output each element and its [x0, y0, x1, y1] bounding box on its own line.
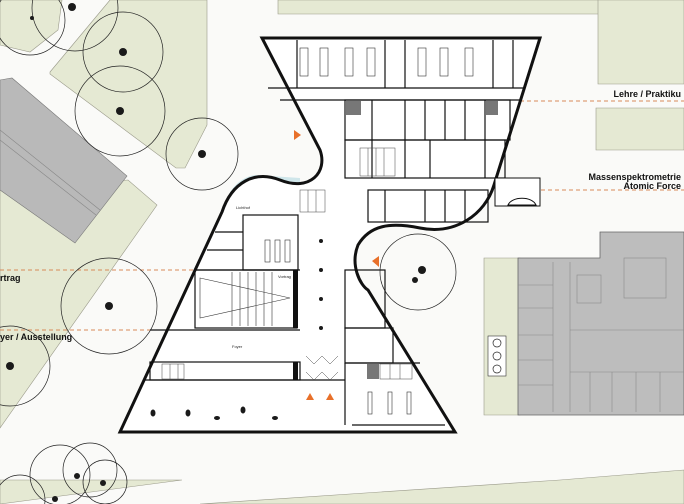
entrance-marker-icon — [306, 393, 314, 400]
building-outline — [117, 36, 543, 434]
stairs — [161, 147, 413, 381]
shaft — [346, 101, 361, 115]
interior-walls — [143, 40, 525, 426]
tree-trunk — [412, 277, 418, 283]
room-label-lichthof: Lichthof — [236, 205, 251, 210]
tree-icon — [0, 325, 51, 407]
trees — [0, 0, 457, 504]
green-area — [0, 479, 183, 504]
tree-icon — [82, 11, 164, 93]
existing-building-right — [517, 231, 684, 416]
tree-icon — [379, 233, 457, 311]
tree-icon — [29, 444, 91, 504]
shaft — [486, 101, 498, 115]
tree-trunk — [6, 362, 14, 370]
tree-trunk — [119, 48, 127, 56]
tree-trunk — [100, 480, 106, 486]
green-area — [597, 0, 684, 85]
room-label-auditorium: Vortrag — [278, 274, 291, 279]
tree-trunk — [418, 266, 426, 274]
axis-label-massenspektrometrie: Massenspektrometrie — [588, 172, 681, 182]
tree-icon — [0, 474, 46, 504]
tree-icon — [165, 117, 239, 191]
roof-line — [0, 139, 97, 216]
tree-icon — [60, 257, 158, 355]
entrance-marker-icon — [372, 256, 379, 267]
green-area — [595, 107, 684, 151]
existing-building-rooms — [518, 257, 684, 412]
tank-group — [487, 335, 507, 377]
tree-trunk — [116, 107, 124, 115]
stage-wall — [293, 270, 298, 328]
tank-icon — [492, 351, 502, 361]
existing-building-left — [0, 77, 128, 244]
tree-trunk — [105, 302, 113, 310]
auditorium-seating — [199, 272, 291, 326]
tank-icon — [492, 364, 502, 374]
entrance-marker-icon — [326, 393, 334, 400]
green-area — [49, 0, 208, 169]
tree-icon — [62, 442, 118, 498]
lab-benches — [264, 47, 474, 415]
room-label-foyer: Foyer — [232, 344, 243, 349]
tree-trunk — [68, 3, 76, 11]
roof-line — [0, 129, 101, 211]
tree-trunk — [74, 473, 80, 479]
tree-trunk — [198, 150, 206, 158]
shaft — [367, 364, 379, 379]
annex-stair — [507, 197, 537, 206]
tree-icon — [0, 0, 66, 56]
green-area — [199, 469, 684, 504]
axis-label-foyer-ausstellung: yer / Ausstellung — [0, 332, 72, 342]
axis-label-atomic-force: Atomic Force — [623, 181, 681, 191]
columns — [150, 239, 323, 420]
axis-label-lehre: Lehre / Praktiku — [613, 89, 681, 99]
tree-trunk — [52, 496, 58, 502]
axis-label-vortrag: rtrag — [0, 273, 21, 283]
wall-block — [293, 362, 298, 380]
entrance-marker-icon — [294, 130, 301, 140]
green-area — [0, 0, 63, 53]
tree-icon — [31, 0, 119, 52]
tree-icon — [82, 459, 128, 504]
tree-icon — [74, 65, 166, 157]
tank-icon — [492, 338, 502, 348]
new-building: Lichthof Foyer Vortrag — [117, 36, 543, 434]
